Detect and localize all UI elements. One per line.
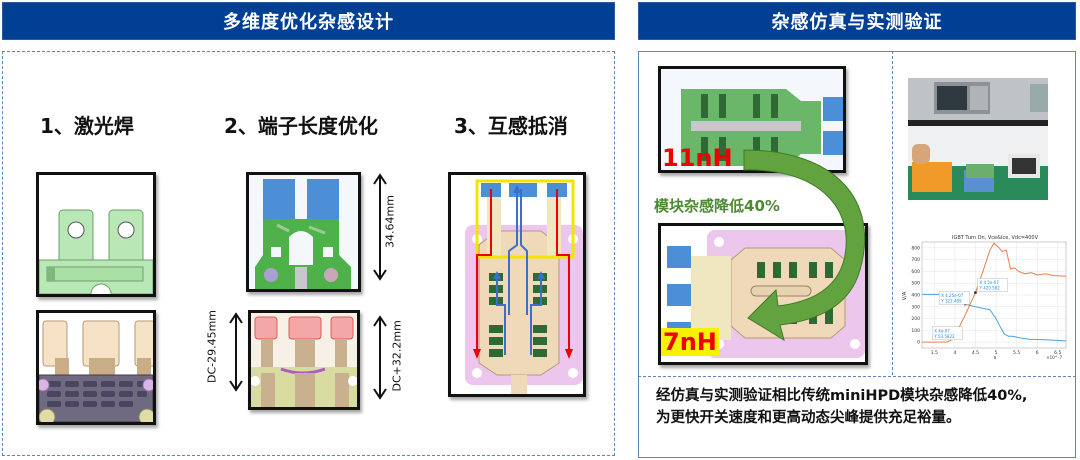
chart-y-tick-label: 200 [911, 316, 920, 322]
left-section-title: 多维度优化杂感设计 [223, 12, 394, 33]
summary-text: 经仿真与实测验证相比传统miniHPD模块杂感降低40%, 为更快开关速度和更高… [656, 385, 1027, 429]
chart-y-tick-label: 400 [911, 293, 920, 299]
terminal-length-top-image [246, 172, 361, 292]
terminal-length-bottom-image [248, 310, 360, 410]
chart-x-tick-label: 4 [953, 350, 956, 356]
summary-line-1: 经仿真与实测验证相比传统miniHPD模块杂感降低40%, [656, 388, 1028, 404]
before-inductance-label: 11nH [662, 144, 733, 172]
step-2-title: 2、端子长度优化 [224, 114, 378, 138]
terminal-length-label: 34.64mm [383, 195, 397, 248]
terminal-length-top-drawing [249, 175, 358, 289]
chart-datatip-x: X 4.5e-07 [980, 280, 1000, 285]
lab-test-photo-drawing [908, 78, 1048, 200]
right-section-header: 杂感仿真与实测验证 [638, 2, 1076, 40]
chart-datatip-box [939, 291, 970, 305]
chart-datatip-y: Y 322.489 [940, 298, 962, 303]
reduction-curved-arrow-icon [743, 149, 866, 342]
terminal-length-arrow [373, 173, 387, 281]
step-3-title: 3、互感抵消 [454, 114, 568, 138]
chart-title: IGBT Turn On, Vce&Ice, Vdc=400V [952, 235, 1039, 241]
summary-box [638, 376, 1076, 458]
mutual-inductance-image [448, 172, 586, 397]
chart-x-tick-label: 5.5 [1013, 350, 1020, 356]
chart-x-tick-label: 4.5 [972, 350, 979, 356]
chart-y-tick-label: 300 [911, 304, 920, 310]
laser-weld-module-image [36, 310, 156, 425]
chart-y-tick-label: 800 [911, 245, 920, 251]
after-inductance-label: 7nH [661, 328, 719, 356]
chart-datatip-box [977, 278, 1008, 292]
before-layout-image [658, 66, 846, 173]
dc-minus-label: DC-29.45mm [205, 309, 219, 384]
right-section-title: 杂感仿真与实测验证 [771, 12, 943, 33]
lab-test-photo [908, 78, 1048, 200]
chart-x-tick-label: 5 [995, 350, 998, 356]
chart-datatip-y: Y 420.582 [979, 286, 1001, 291]
chart-datatip-x: X 4.25e-07 [941, 293, 963, 298]
dc-plus-arrow [373, 315, 387, 400]
igbt-turn-on-chart-svg: IGBT Turn On, Vce&Ice, Vdc=400V 3.5 4 4.5 5… [902, 235, 1067, 361]
chart-datatip-x: X 4e-07 [934, 328, 950, 333]
chart-y-tick-label: 100 [911, 328, 920, 334]
laser-weld-terminal-image [36, 172, 156, 297]
chart-x-multiplier: ×10^-7 [1046, 355, 1062, 360]
dc-minus-arrow [229, 312, 243, 392]
step-1-title: 1、激光焊 [40, 114, 134, 138]
laser-weld-terminal-drawing [39, 209, 153, 294]
left-section-header: 多维度优化杂感设计 [2, 2, 615, 40]
laser-weld-module-drawing [39, 320, 153, 422]
right-top-dash-divider [638, 51, 892, 52]
chart-y-axis-label: V/A [902, 291, 908, 300]
igbt-turn-on-chart: IGBT Turn On, Vce&Ice, Vdc=400V 3.5 4 4.5 5… [900, 232, 1070, 361]
chart-x-tick-label: 3.5 [931, 350, 938, 356]
dc-plus-label: DC+32.2mm [390, 320, 404, 392]
chart-y-tick-label: 0 [917, 340, 920, 346]
terminal-length-bottom-drawing [251, 313, 357, 407]
chart-y-tick-label: 500 [911, 281, 920, 287]
reduction-label: 模块杂感降低40% [654, 197, 780, 215]
summary-line-2: 为更快开关速度和更高动态尖峰提供充足裕量。 [656, 410, 961, 426]
chart-x-tick-label: 6.5 [1054, 350, 1061, 356]
chart-x-axis-label: s [994, 355, 997, 360]
right-vertical-divider [892, 51, 893, 375]
chart-datatip-y: Y 53.5822 [933, 334, 955, 339]
chart-datatip-box [932, 326, 963, 341]
chart-datatip-marker [974, 291, 977, 294]
before-layout-drawing [661, 69, 843, 170]
chart-y-tick-label: 700 [911, 257, 920, 263]
left-section-panel [2, 51, 615, 456]
chart-x-tick-label: 6 [1036, 350, 1039, 356]
chart-y-tick-label: 600 [911, 269, 920, 275]
mutual-inductance-drawing [451, 175, 583, 394]
